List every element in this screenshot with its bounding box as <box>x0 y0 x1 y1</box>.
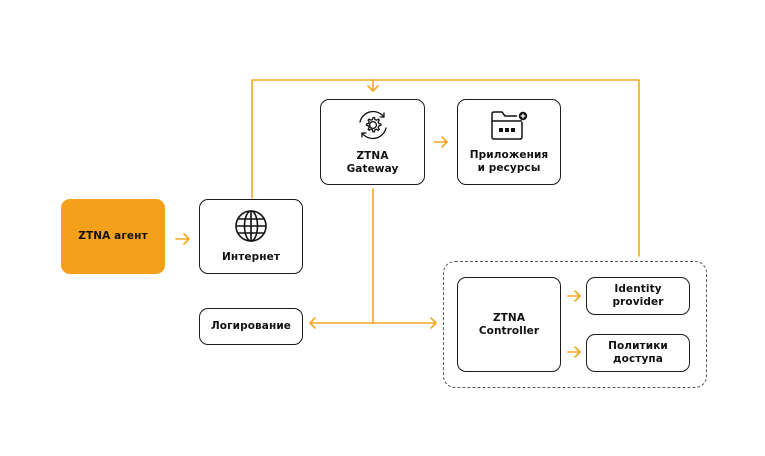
line-internet-top-loop <box>251 79 640 257</box>
node-ztna-agent-label: ZTNA агент <box>78 230 148 242</box>
node-logging[interactable]: Логирование <box>199 308 303 345</box>
node-controller-label-2: Controller <box>478 324 540 337</box>
node-identity-label-1: Identity <box>614 283 662 295</box>
node-internet-label: Интернет <box>221 251 281 263</box>
node-ztna-gateway-label-1: ZTNA <box>356 149 389 162</box>
arrow-head-identity <box>574 290 581 302</box>
node-ztna-gateway-label-2: Gateway <box>346 162 399 175</box>
node-ztna-agent[interactable]: ZTNA агент <box>61 199 165 274</box>
arrow-head-gateway <box>367 85 379 92</box>
node-internet[interactable]: Интернет <box>199 199 303 274</box>
arrow-head-logging <box>309 317 316 329</box>
node-apps-resources[interactable]: Приложения и ресурсы <box>457 99 561 185</box>
node-ztna-gateway[interactable]: ZTNA Gateway <box>320 99 425 185</box>
gear-sync-icon <box>358 110 387 139</box>
arrow-head-policies <box>574 346 581 358</box>
controller-group <box>443 261 707 388</box>
node-policies-label-1: Политики <box>608 340 668 352</box>
node-identity-label-2: provider <box>612 296 664 308</box>
node-logging-label: Логирование <box>210 320 292 332</box>
arrow-head-apps <box>441 136 448 148</box>
node-identity-provider[interactable]: Identity provider <box>586 277 690 315</box>
node-policies-label-2: доступа <box>613 353 663 365</box>
arrow-head-controller <box>430 317 437 329</box>
node-controller-label-1: ZTNA <box>492 311 526 324</box>
node-apps-label-2: и ресурсы <box>477 161 541 174</box>
node-access-policies[interactable]: Политики доступа <box>586 334 690 372</box>
node-ztna-controller[interactable]: ZTNA Controller <box>457 277 561 372</box>
arrow-head-internet <box>183 233 190 245</box>
globe-icon <box>235 210 267 242</box>
node-apps-label-1: Приложения <box>469 148 549 161</box>
folder-app-icon <box>491 110 528 140</box>
